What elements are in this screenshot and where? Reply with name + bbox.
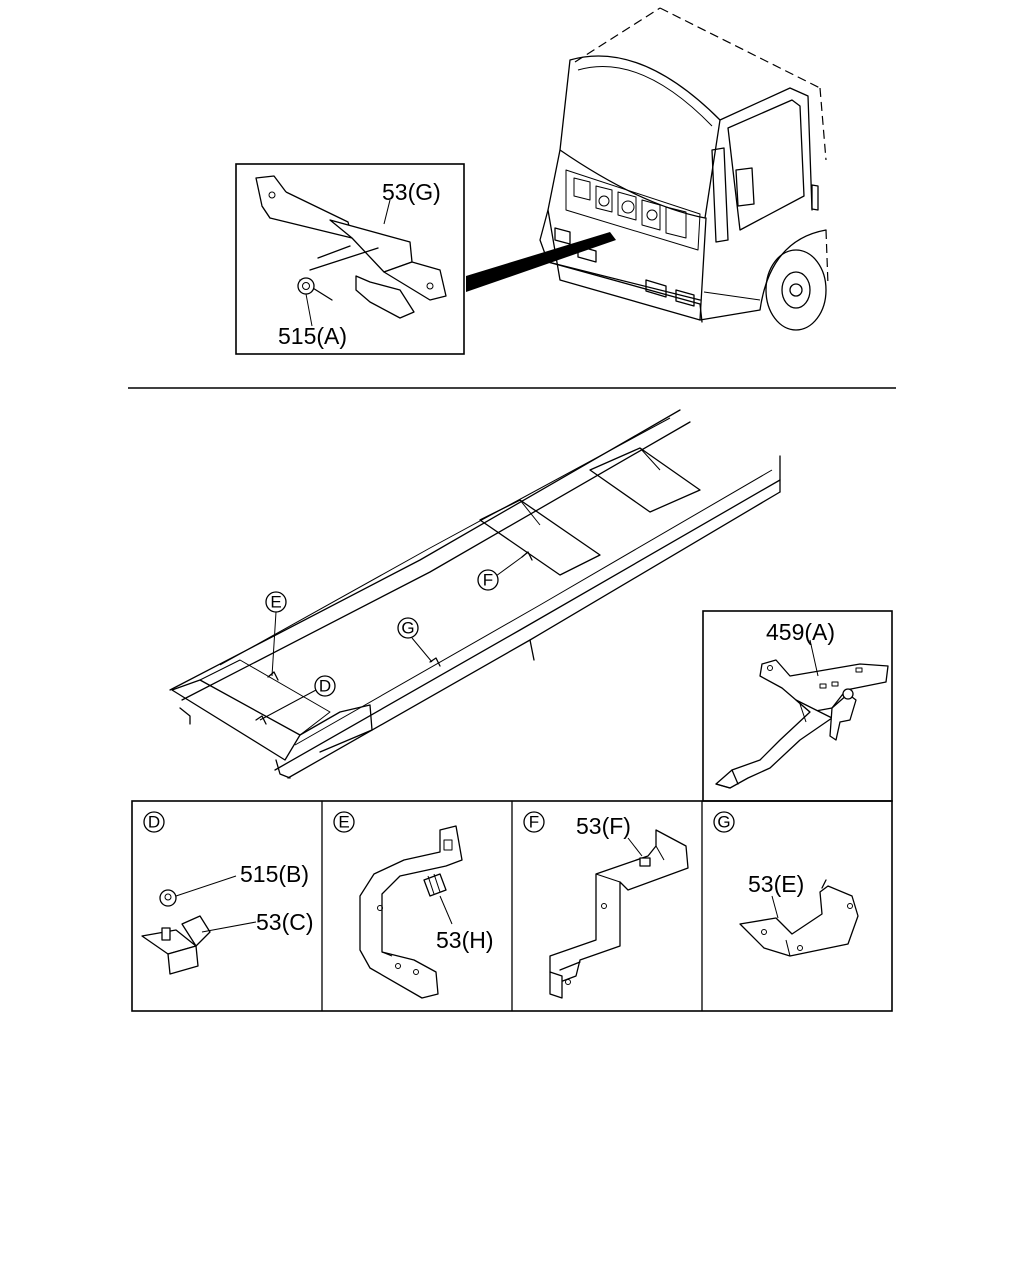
callout-53f: 53(F) (576, 813, 631, 839)
panel-e: E 53(H) (333, 811, 494, 999)
panel-g-tag: G (717, 813, 730, 832)
svg-text:F: F (483, 571, 493, 590)
frame-marker-f: F (477, 556, 523, 591)
inset-top-box: 53(G) 515(A) (235, 163, 465, 355)
panel-g: G 53(E) (713, 811, 859, 957)
callout-53c: 53(C) (256, 909, 314, 935)
frame-marker-e: E (265, 591, 287, 677)
frame-marker-d: D (259, 675, 336, 721)
panel-f: F 53(F) (523, 811, 689, 999)
callout-515b: 515(B) (240, 861, 309, 887)
truck-cab-illustration (539, 7, 829, 331)
detail-box-459a: 459(A) (702, 610, 893, 802)
callout-53e: 53(E) (748, 871, 804, 897)
panel-f-tag: F (529, 813, 539, 832)
detail-panels-row (131, 800, 893, 1012)
panel-d-tag: D (148, 813, 160, 832)
svg-text:E: E (270, 593, 281, 612)
panel-d: D 515(B) 53(C) (141, 811, 314, 975)
svg-text:G: G (401, 619, 414, 638)
callout-459a: 459(A) (766, 619, 835, 645)
callout-53h: 53(H) (436, 927, 494, 953)
panel-e-tag: E (338, 813, 349, 832)
callout-53g: 53(G) (382, 179, 441, 205)
callout-515a: 515(A) (278, 323, 347, 349)
svg-text:D: D (319, 677, 331, 696)
leader-wedge (466, 232, 616, 292)
chassis-frame-illustration (169, 409, 781, 779)
frame-marker-g: G (397, 617, 433, 663)
